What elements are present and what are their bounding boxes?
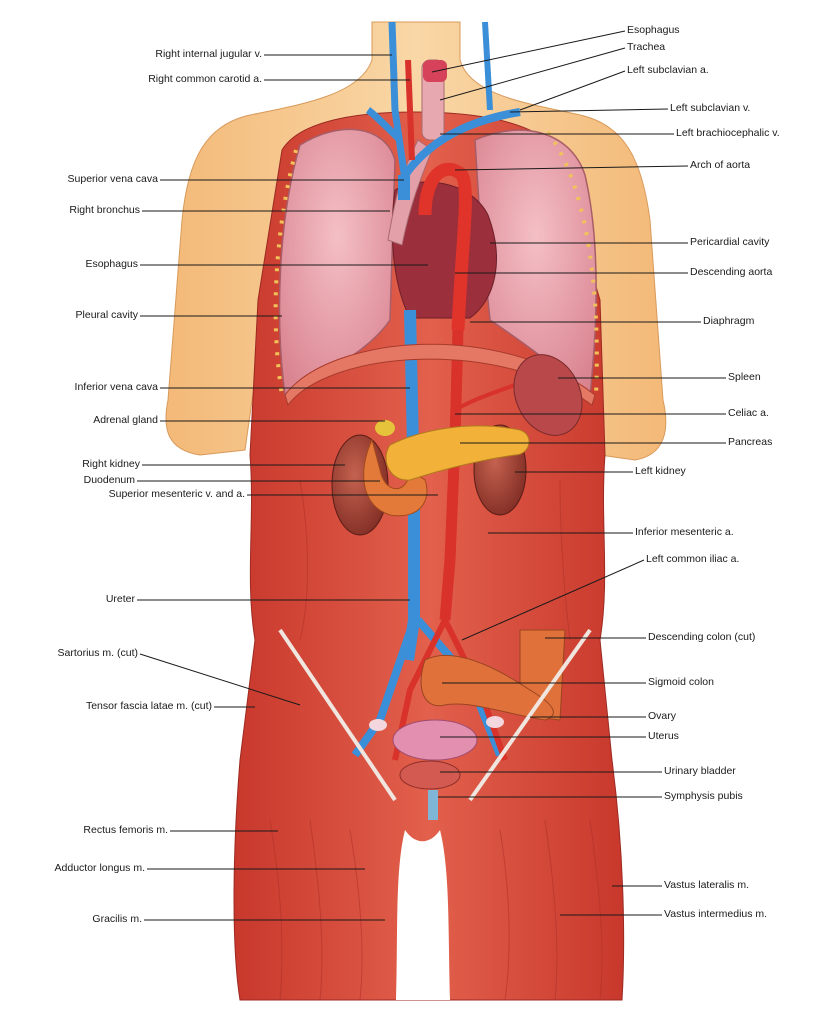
label-diaphragm: Diaphragm <box>703 315 755 327</box>
label-left-brachiocephalic-v: Left brachiocephalic v. <box>676 127 780 139</box>
label-descending-aorta: Descending aorta <box>690 266 773 278</box>
pleural-border-left <box>273 149 298 396</box>
jugular-vein <box>388 21 409 181</box>
label-sigmoid-colon: Sigmoid colon <box>648 676 714 688</box>
label-ovary: Ovary <box>648 710 677 722</box>
pancreas-shape <box>385 425 530 481</box>
label-left-common-iliac-a-leader <box>461 559 645 641</box>
label-esophagus-right-leader <box>431 30 626 73</box>
label-arch-of-aorta: Arch of aorta <box>690 159 751 171</box>
aortic-arch <box>418 162 472 331</box>
sigmoid-colon-shape <box>420 655 554 721</box>
brachiocephalic-vein <box>401 108 521 178</box>
label-esophagus-right: Esophagus <box>627 24 680 36</box>
label-pericardial-cavity: Pericardial cavity <box>690 236 770 248</box>
label-adrenal-gland: Adrenal gland <box>93 414 158 426</box>
ovary-right <box>486 716 504 728</box>
label-vastus-lateralis: Vastus lateralis m. <box>664 879 749 891</box>
inner-leg-gap <box>396 830 450 1000</box>
label-arch-of-aorta-leader <box>454 165 689 171</box>
leader-lines <box>137 30 726 921</box>
label-descending-colon: Descending colon (cut) <box>648 631 756 643</box>
label-duodenum: Duodenum <box>83 474 135 486</box>
label-vastus-intermedius: Vastus intermedius m. <box>664 908 768 920</box>
label-right-internal-jugular-v: Right internal jugular v. <box>155 48 262 60</box>
subclavian-vein-right <box>365 107 403 143</box>
label-inferior-mesenteric-a: Inferior mesenteric a. <box>635 526 734 538</box>
label-left-subclavian-v: Left subclavian v. <box>670 102 751 114</box>
label-right-bronchus: Right bronchus <box>69 204 140 216</box>
label-right-common-carotid-a: Right common carotid a. <box>148 73 262 85</box>
muscle-striations <box>269 479 603 1001</box>
label-symphysis-pubis: Symphysis pubis <box>664 790 743 802</box>
label-pleural-cavity: Pleural cavity <box>75 309 138 321</box>
label-left-subclavian-v-leader <box>509 108 669 113</box>
adrenal-shape <box>375 420 395 436</box>
label-left-common-iliac-a: Left common iliac a. <box>646 553 740 565</box>
bladder-shape <box>399 760 461 790</box>
label-gracilis: Gracilis m. <box>92 913 142 925</box>
carotid-artery <box>405 59 415 161</box>
label-trachea: Trachea <box>627 41 666 53</box>
left-lung <box>474 129 597 397</box>
label-superior-vena-cava: Superior vena cava <box>67 173 158 185</box>
duodenum-shape <box>363 438 428 517</box>
inguinal-band-left <box>278 628 397 802</box>
diaphragm-shape <box>284 343 596 407</box>
label-ureter: Ureter <box>105 593 135 605</box>
label-sartorius: Sartorius m. (cut) <box>57 647 138 659</box>
symphysis-shape <box>428 790 438 820</box>
label-spleen: Spleen <box>728 371 761 383</box>
label-right-kidney: Right kidney <box>82 458 140 470</box>
ovary-left <box>369 719 387 731</box>
label-uterus: Uterus <box>648 730 679 742</box>
label-superior-mesenteric: Superior mesenteric v. and a. <box>108 488 245 500</box>
label-left-kidney: Left kidney <box>635 465 686 477</box>
uterus-shape <box>392 719 478 761</box>
descending-aorta-shape <box>439 329 464 621</box>
spleen-shape <box>513 354 583 436</box>
label-trachea-leader <box>439 47 626 101</box>
label-pancreas: Pancreas <box>728 436 773 448</box>
label-left-subclavian-a: Left subclavian a. <box>627 64 709 76</box>
label-left-subclavian-a-leader <box>519 70 626 111</box>
label-sartorius-leader <box>139 653 301 706</box>
left-jugular <box>482 21 493 111</box>
label-urinary-bladder: Urinary bladder <box>664 765 736 777</box>
label-tensor-fascia-latae: Tensor fascia latae m. (cut) <box>85 700 212 712</box>
label-inferior-vena-cava: Inferior vena cava <box>74 381 158 393</box>
label-esophagus-left: Esophagus <box>85 258 138 270</box>
label-rectus-femoris: Rectus femoris m. <box>83 824 168 836</box>
label-celiac-a: Celiac a. <box>728 407 769 419</box>
label-adductor-longus: Adductor longus m. <box>54 862 145 874</box>
